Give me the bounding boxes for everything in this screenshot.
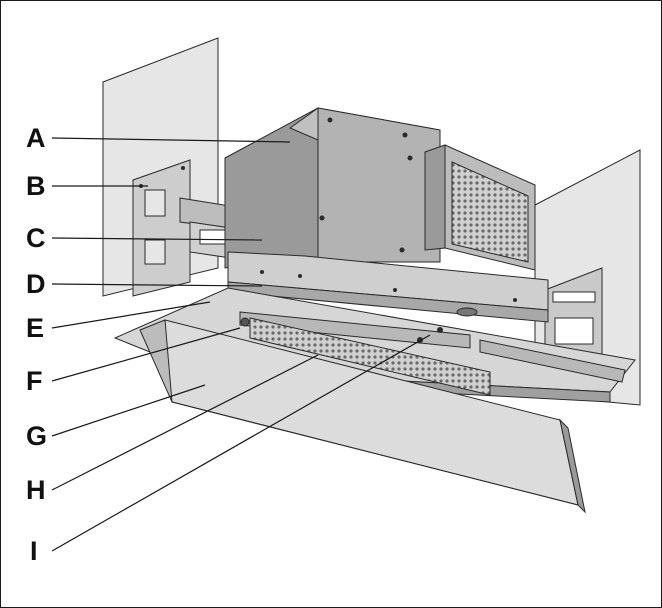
label-g: G	[26, 421, 47, 451]
grease-filter	[249, 317, 491, 396]
label-h: H	[26, 475, 46, 505]
leader-lines	[51, 137, 431, 552]
filter-grille-box	[424, 144, 536, 271]
label-d: D	[26, 269, 46, 299]
label-c: C	[26, 223, 46, 253]
label-a: A	[26, 123, 46, 153]
motor-housing	[224, 107, 441, 269]
right-bracket	[544, 267, 603, 356]
label-i: I	[30, 536, 38, 566]
glass-canopy	[139, 319, 586, 514]
label-b: B	[26, 171, 46, 201]
mounting-bracket	[132, 159, 191, 297]
label-f: F	[26, 366, 43, 396]
label-e: E	[26, 313, 44, 343]
